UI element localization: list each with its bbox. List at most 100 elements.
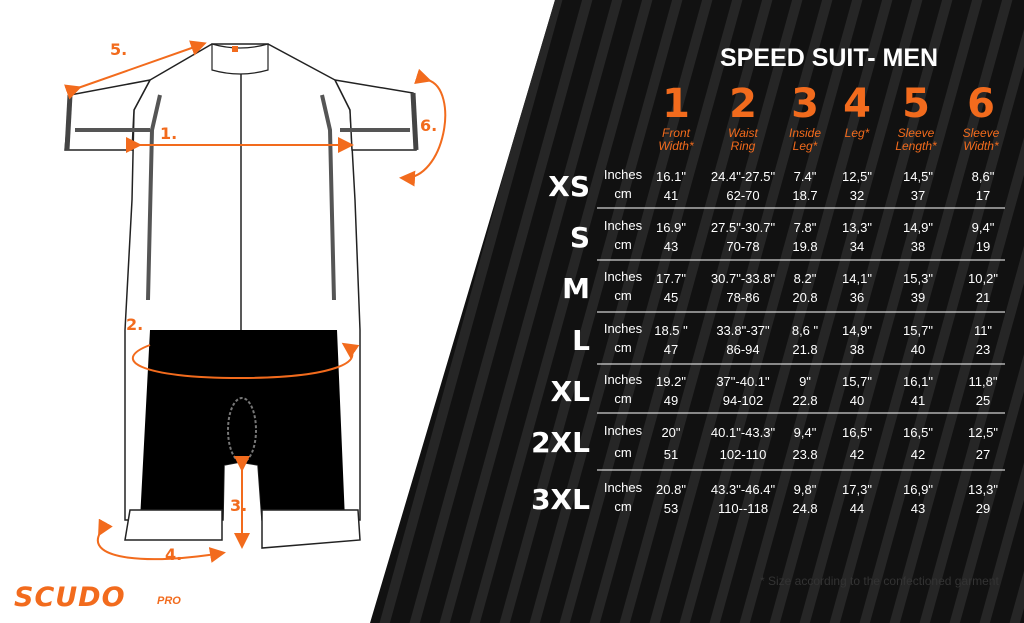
cell-cm: 36 xyxy=(849,290,865,305)
cell-inches: 16,5" xyxy=(903,425,933,440)
cell-inches: 27.5"-30.7" xyxy=(710,220,776,235)
cell-cm: 38 xyxy=(910,239,926,254)
cell-cm: 41 xyxy=(663,188,679,203)
cell-cm: 18.7 xyxy=(792,188,818,203)
cell-inches: 37"-40.1" xyxy=(716,374,770,389)
brand-logo: SCUDO xyxy=(14,582,126,613)
cell-inches: 7.4" xyxy=(793,169,817,184)
cell-cm: 34 xyxy=(849,239,865,254)
cell-inches: 24.4"-27.5" xyxy=(710,169,776,184)
cell-cm: 42 xyxy=(849,447,865,462)
cell-inches: 9,8" xyxy=(793,482,817,497)
col-number-5: 5 xyxy=(902,81,930,127)
cell-inches: 8.2" xyxy=(793,271,817,286)
unit-cm-label: cm xyxy=(614,288,632,303)
cell-cm: 29 xyxy=(975,501,991,516)
cell-inches: 14,5" xyxy=(903,169,933,184)
cell-cm: 53 xyxy=(663,501,679,516)
size-label: L xyxy=(572,324,590,357)
cell-cm: 21 xyxy=(975,290,991,305)
cell-inches: 40.1"-43.3" xyxy=(710,425,776,440)
cell-cm: 40 xyxy=(910,342,926,357)
cell-inches: 33.8"-37" xyxy=(716,323,770,338)
measure-label-5: 5. xyxy=(110,40,128,59)
cell-inches: 15,3" xyxy=(903,271,933,286)
cell-inches: 17.7" xyxy=(656,271,686,286)
cell-inches: 16,9" xyxy=(903,482,933,497)
cell-cm: 17 xyxy=(975,188,991,203)
cell-inches: 16,1" xyxy=(903,374,933,389)
unit-inches-label: Inches xyxy=(603,480,643,495)
measure-label-3: 3. xyxy=(230,496,248,515)
col-name-sleeve-width: Sleeve Width* xyxy=(962,126,1000,153)
unit-inches-label: Inches xyxy=(603,423,643,438)
cell-cm: 43 xyxy=(910,501,926,516)
cell-cm: 70-78 xyxy=(726,239,760,254)
footnote: * Size according to the confectioned gar… xyxy=(760,574,999,588)
cell-inches: 13,3" xyxy=(968,482,998,497)
measure-label-6: 6. xyxy=(420,116,438,135)
brand-logo-sub: PRO xyxy=(157,595,181,607)
measure-label-1: 1. xyxy=(160,124,178,143)
cell-cm: 86-94 xyxy=(726,342,760,357)
cell-cm: 43 xyxy=(663,239,679,254)
cell-inches: 30.7"-33.8" xyxy=(710,271,776,286)
unit-cm-label: cm xyxy=(614,340,632,355)
col-number-2: 2 xyxy=(729,81,757,127)
cell-cm: 49 xyxy=(663,393,679,408)
cell-inches: 16.1" xyxy=(656,169,686,184)
col-number-4: 4 xyxy=(843,81,871,127)
cell-inches: 11,8" xyxy=(968,374,998,389)
cell-cm: 110--118 xyxy=(717,501,769,516)
cell-inches: 9,4" xyxy=(971,220,995,235)
cell-inches: 14,9" xyxy=(842,323,872,338)
cell-cm: 20.8 xyxy=(792,290,818,305)
unit-inches-label: Inches xyxy=(603,269,643,284)
unit-cm-label: cm xyxy=(614,499,632,514)
unit-cm-label: cm xyxy=(614,445,632,460)
cell-cm: 44 xyxy=(849,501,865,516)
chart-title: SPEED SUIT- MEN xyxy=(720,44,939,72)
cell-inches: 19.2" xyxy=(656,374,686,389)
cell-inches: 8,6" xyxy=(971,169,995,184)
unit-inches-label: Inches xyxy=(603,218,643,233)
size-label: M xyxy=(562,272,590,305)
size-label: S xyxy=(569,221,590,254)
size-label: 3XL xyxy=(531,483,590,516)
cell-inches: 16,5" xyxy=(842,425,872,440)
size-label: XS xyxy=(548,170,590,203)
cell-inches: 7.8" xyxy=(793,220,817,235)
measure-label-4: 4. xyxy=(165,545,183,564)
col-name-sleeve-length: Sleeve Length* xyxy=(895,126,937,153)
cell-inches: 20" xyxy=(661,425,681,440)
cell-cm: 62-70 xyxy=(726,188,760,203)
cell-cm: 102-110 xyxy=(719,447,767,462)
col-number-6: 6 xyxy=(967,81,995,127)
cell-inches: 9,4" xyxy=(793,425,817,440)
cell-inches: 20.8" xyxy=(656,482,686,497)
cell-cm: 27 xyxy=(975,447,991,462)
cell-cm: 19.8 xyxy=(792,239,818,254)
cell-cm: 41 xyxy=(910,393,926,408)
cell-cm: 38 xyxy=(849,342,865,357)
cell-inches: 15,7" xyxy=(842,374,872,389)
cell-cm: 23 xyxy=(975,342,991,357)
cell-cm: 25 xyxy=(975,393,991,408)
cell-inches: 11" xyxy=(973,323,993,338)
col-name-waist-ring: Waist Ring xyxy=(728,126,758,153)
unit-inches-label: Inches xyxy=(603,167,643,182)
size-label: 2XL xyxy=(531,426,590,459)
cell-inches: 18.5 " xyxy=(654,323,688,338)
col-number-3: 3 xyxy=(791,81,819,127)
cell-inches: 12,5" xyxy=(968,425,998,440)
cell-cm: 39 xyxy=(910,290,926,305)
speed-suit-illustration xyxy=(64,43,419,549)
cell-inches: 17,3" xyxy=(842,482,872,497)
cell-cm: 21.8 xyxy=(792,342,818,357)
cell-cm: 42 xyxy=(910,447,926,462)
col-name-inside-leg: Inside Leg* xyxy=(788,126,822,153)
cell-cm: 24.8 xyxy=(792,501,818,516)
cell-inches: 9" xyxy=(799,374,811,389)
cell-cm: 40 xyxy=(849,393,865,408)
